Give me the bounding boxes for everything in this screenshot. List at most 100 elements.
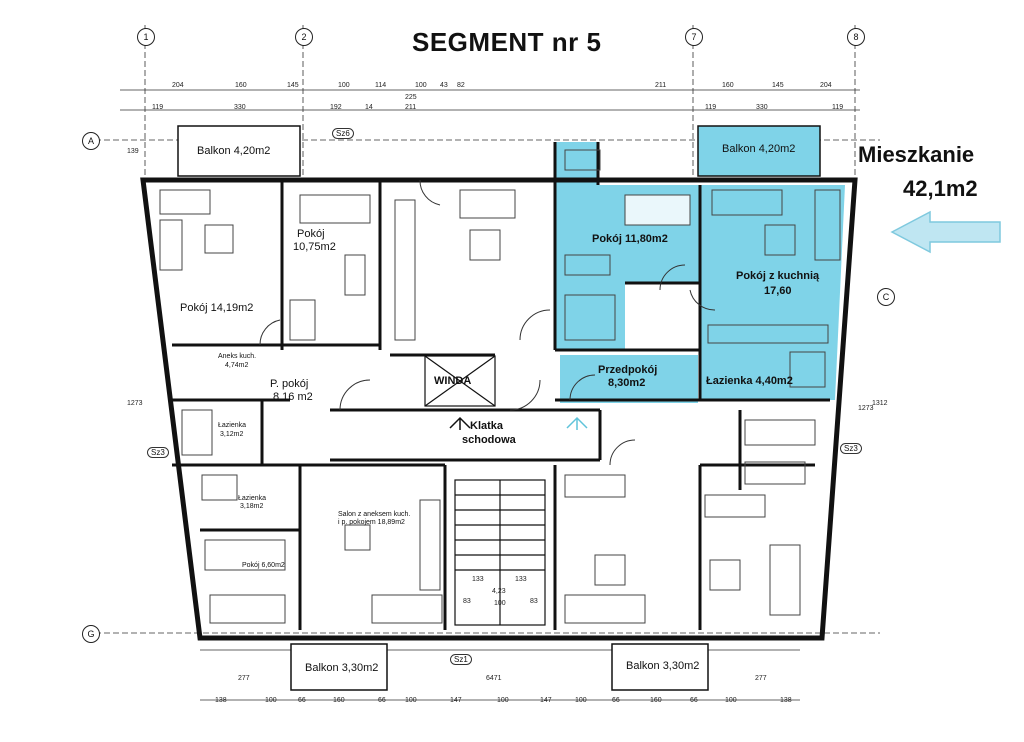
balconies [177,125,821,691]
axis-marker-7: 7 [685,28,703,46]
dim-top-2: 192 [330,104,342,111]
lazienka-318-label: Łazienka [238,495,267,502]
dim-bottom-2: 66 [690,697,698,704]
lazienka-312-label: Łazienka [218,422,247,429]
dim-top: 211 [655,82,667,89]
przedpokoj-label: Przedpokój [598,364,658,376]
lazienka-318-area: 3,18m2 [240,503,264,510]
tag-sz3-right: Sz3 [840,443,862,454]
dim-bottom-2: 100 [575,697,587,704]
axis-marker-2: 2 [295,28,313,46]
dim-bottom-2: 100 [497,697,509,704]
pokoj-1180-label: Pokój 11,80m2 [592,233,668,245]
stairs-dim: 83 [463,598,471,605]
dim-side-right: 1312 [872,400,888,407]
pokoj-kuchnia-area: 17,60 [764,285,792,297]
axis-marker-1: 1 [137,28,155,46]
stairs-dim: 83 [530,598,538,605]
balkon-ne-label: Balkon 4,20m2 [722,143,796,155]
pokoj-1075-area: 10,75m2 [293,241,336,253]
furniture [159,149,841,624]
dim-bottom-2: 138 [215,697,227,704]
dim-bottom: 6471 [486,675,502,682]
dim-top: 100 [415,82,427,89]
winda-label: WINDA [434,375,472,387]
pokoj-660-label: Pokój 6,60m2 [242,562,285,569]
axis-marker-g: G [82,625,100,643]
dim-bottom-2: 100 [725,697,737,704]
aneks-area: 4,74m2 [225,362,249,369]
dim-bottom-2: 66 [378,697,386,704]
ppokoj-area: 8,16 m2 [273,391,313,403]
entrance-arrows [449,416,588,430]
tag-sz6: Sz6 [332,128,354,139]
axis-marker-a: A [82,132,100,150]
dim-top: 160 [235,82,247,89]
dim-top: 145 [287,82,299,89]
apartment-label: Mieszkanie [858,142,975,167]
pokoj-kuchnia-label: Pokój z kuchnią [736,270,820,282]
dim-top-2: 119 [832,104,844,111]
interior-walls [172,142,830,630]
przedpokoj-area: 8,30m2 [608,377,646,389]
balkon-sw-label: Balkon 3,30m2 [305,662,379,674]
dim-side-right: 1273 [858,405,874,412]
axis-marker-8: 8 [847,28,865,46]
klatka-label: Klatka [470,420,504,432]
dim-top-2: 330 [756,104,768,111]
stairs-dim: 4,23 [492,588,506,595]
salon-label: Salon z aneksem kuch. [338,511,411,518]
dim-bottom: 277 [755,675,767,682]
balkon-se-label: Balkon 3,30m2 [626,660,700,672]
apartment-area: 42,1m2 [903,176,978,201]
dim-top: 204 [172,82,184,89]
dim-top: 114 [375,82,387,89]
balkon-nw-label: Balkon 4,20m2 [197,145,271,157]
axis-marker-c: C [877,288,895,306]
dim-bottom-2: 100 [405,697,417,704]
dim-bottom-2: 66 [612,697,620,704]
lazienka-440-label: Łazienka 4,40m2 [706,375,793,387]
stairs-dim: 133 [472,576,484,583]
tag-sz1: Sz1 [450,654,472,665]
dim-top: 43 [440,82,448,89]
tag-sz3-left: Sz3 [147,447,169,458]
page-title: SEGMENT nr 5 [412,27,602,57]
dim-side-left: 1273 [127,400,143,407]
dim-bottom-2: 160 [333,697,345,704]
dim-top-2: 211 [405,104,417,111]
highlighted-apartment [555,142,845,403]
dim-bottom-2: 66 [298,697,306,704]
dim-top-2: 14 [365,104,373,111]
stairs-dim: 100 [494,600,506,607]
dim-bottom-2: 160 [650,697,662,704]
dim-side-left: 139 [127,148,139,155]
salon-area: i p. pokojem 18,89m2 [338,519,405,526]
stairs-and-elevator [424,355,546,626]
dim-top: 145 [772,82,784,89]
exterior-walls [140,177,858,641]
pokoj-1419-label: Pokój 14,19m2 [180,302,254,314]
stairs-dim: 133 [515,576,527,583]
dim-bottom-2: 147 [450,697,462,704]
pokoj-1075-label: Pokój [297,228,325,240]
dim-top: 100 [338,82,350,89]
dim-top: 160 [722,82,734,89]
dim-bottom: 277 [238,675,250,682]
lazienka-312-area: 3,12m2 [220,431,244,438]
dim-bottom-2: 147 [540,697,552,704]
ppokoj-label: P. pokój [270,378,309,390]
dim-top: 204 [820,82,832,89]
aneks-label: Aneks kuch. [218,353,257,360]
dim-top-2: 119 [152,104,164,111]
dim-top-2: 119 [705,104,717,111]
dim-bottom-2: 138 [780,697,792,704]
door-swings [259,179,716,466]
dim-bottom-2: 100 [265,697,277,704]
dim-top-2: 225 [405,94,417,101]
pointer-arrow [890,210,1001,254]
klatka-label-2: schodowa [462,434,516,446]
dim-top: 82 [457,82,465,89]
dim-top-2: 330 [234,104,246,111]
